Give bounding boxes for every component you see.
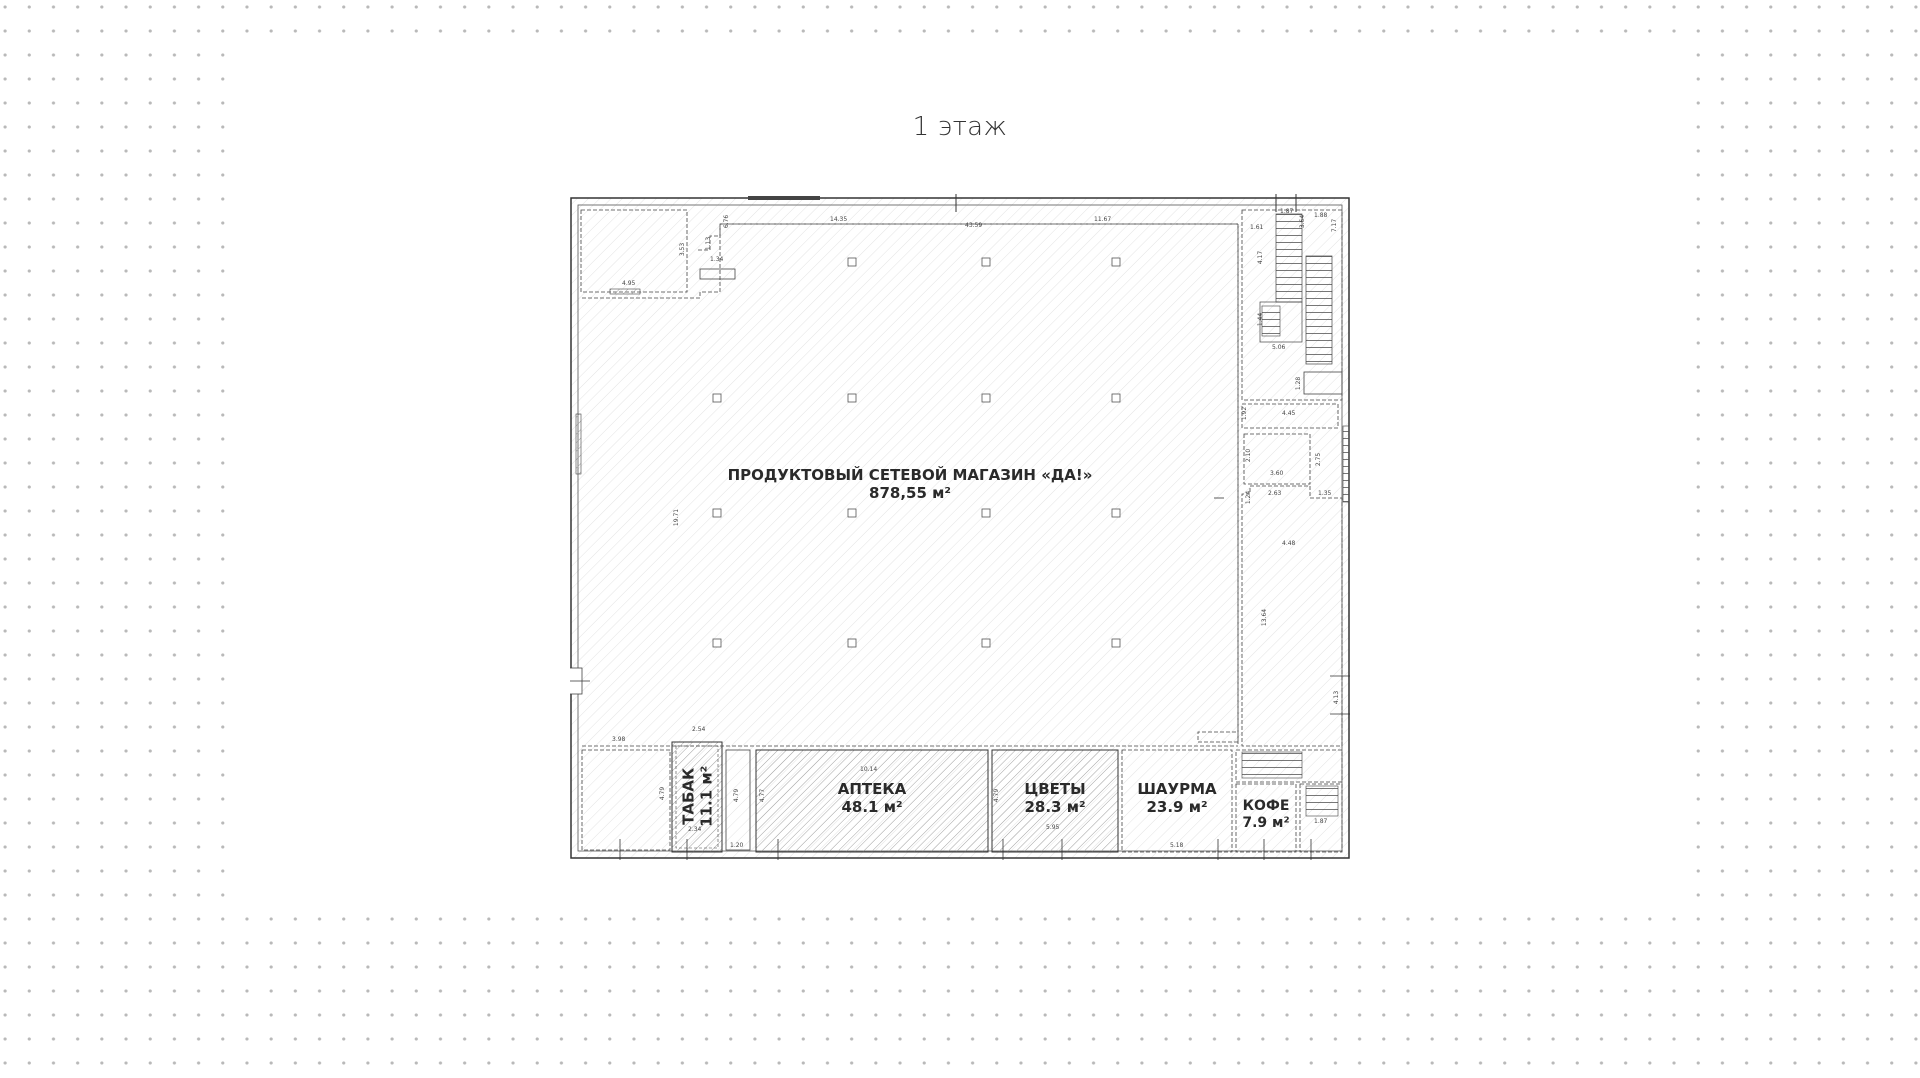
room-name: КОФЕ (1242, 798, 1290, 814)
dimension-label: 4.13 (1333, 690, 1341, 705)
dimension-label: 1.92 (1241, 406, 1249, 421)
dimension-label: 1.34 (710, 256, 724, 263)
dimension-label: 5.18 (1170, 842, 1184, 849)
dimension-label: 2.63 (1268, 490, 1282, 497)
room-name: АПТЕКА (837, 780, 907, 798)
dimension-label: 1.61 (1250, 224, 1264, 231)
dimension-label: 6.76 (723, 214, 731, 229)
floor-plan-drawing (570, 194, 1350, 860)
room-area: 28.3 м² (1024, 798, 1086, 817)
dimension-label: 1.35 (1318, 490, 1332, 497)
dimension-label: 4.79 (993, 788, 1001, 803)
room-area: 878,55 м² (869, 484, 951, 503)
dimension-label: 1.28 (1295, 376, 1303, 391)
dimension-label: 4.79 (733, 788, 741, 803)
dimension-label: 14.35 (830, 216, 848, 223)
floor-plan: ПРОДУКТОВЫЙ СЕТЕВОЙ МАГАЗИН «ДА!» 878,55… (570, 194, 1350, 860)
label-kofe: КОФЕ 7.9 м² (1236, 798, 1296, 832)
dimension-label: 1.88 (1314, 212, 1328, 219)
dimension-label: 1.24 (1245, 490, 1253, 505)
dimension-label: 3.53 (679, 242, 687, 257)
dimension-label: 1.44 (1257, 312, 1265, 327)
dimension-label: 3.64 (1299, 214, 1307, 229)
dimension-label: 1.87 (1314, 818, 1328, 825)
room-area: 48.1 м² (841, 798, 903, 817)
dimension-label: 2.54 (692, 726, 706, 733)
dimension-label: 2.75 (1315, 452, 1323, 467)
dimension-label: 5.06 (1272, 344, 1286, 351)
dimension-label: 4.79 (659, 786, 667, 801)
dimension-label: 3.98 (612, 736, 626, 743)
floor-title: 1 этаж (912, 112, 1008, 142)
dimension-label: 4.17 (1257, 250, 1265, 265)
dimension-label: 4.77 (759, 788, 767, 803)
label-cvety: ЦВЕТЫ 28.3 м² (992, 780, 1118, 817)
dimension-label: 1.13 (705, 236, 713, 251)
dimension-label: 2.34 (688, 826, 702, 833)
room-name: ПРОДУКТОВЫЙ СЕТЕВОЙ МАГАЗИН «ДА!» (727, 466, 1093, 484)
label-apteka: АПТЕКА 48.1 м² (756, 780, 988, 817)
dimension-label: 2.10 (1245, 448, 1253, 463)
dimension-label: 4.45 (1282, 410, 1296, 417)
dimension-label: 11.67 (1094, 216, 1112, 223)
dimension-label: 13.64 (1261, 608, 1269, 627)
dimension-label: 19.71 (673, 508, 681, 527)
dimension-label: 43.59 (965, 222, 983, 229)
room-area: 23.9 м² (1146, 798, 1208, 817)
dimension-label: 10.14 (860, 766, 878, 773)
dimension-label: 5.95 (1046, 824, 1060, 831)
room-name: ЦВЕТЫ (1024, 780, 1086, 798)
dimension-label: 4.48 (1282, 540, 1296, 547)
dimension-label: 4.95 (622, 280, 636, 287)
dimension-label: 7.17 (1331, 218, 1339, 233)
dimension-label: 1.20 (730, 842, 744, 849)
label-main-store: ПРОДУКТОВЫЙ СЕТЕВОЙ МАГАЗИН «ДА!» 878,55… (650, 466, 1170, 503)
room-area: 7.9 м² (1242, 815, 1290, 832)
room-name: ШАУРМА (1137, 780, 1217, 798)
label-shaurma: ШАУРМА 23.9 м² (1122, 780, 1232, 817)
dimension-label: 3.60 (1270, 470, 1284, 477)
dimension-label: 1.87 (1280, 208, 1294, 215)
